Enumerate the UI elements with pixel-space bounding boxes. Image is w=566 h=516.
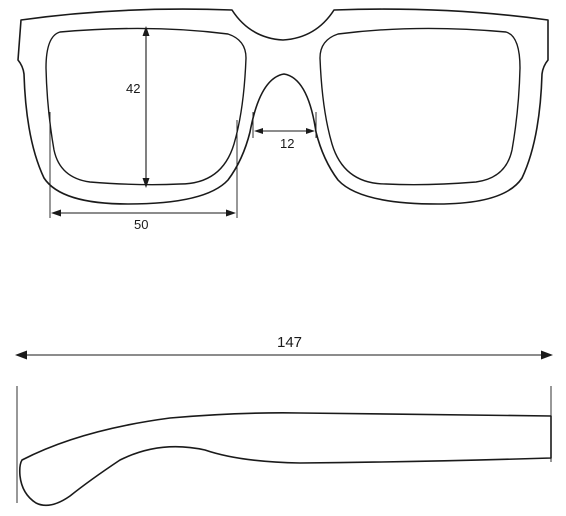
lens-width-arrow-left [51,209,61,217]
temple-arm [18,412,552,507]
temple-length-arrow-left [15,350,27,360]
front-view: 42 50 12 [17,8,549,232]
bridge-arrow-right [306,128,315,134]
lens-height-arrow-bottom [142,178,150,188]
bridge-arrow-left [254,128,263,134]
lens-height-arrow-top [142,26,150,36]
bridge-width-label: 12 [280,136,294,151]
right-lens [319,27,521,186]
side-view: 147 [15,334,553,507]
lens-width-arrow-right [226,209,236,217]
lens-height-label: 42 [126,81,140,96]
temple-length-label: 147 [277,334,302,351]
temple-length-arrow-right [541,350,553,360]
lens-width-label: 50 [134,217,148,232]
